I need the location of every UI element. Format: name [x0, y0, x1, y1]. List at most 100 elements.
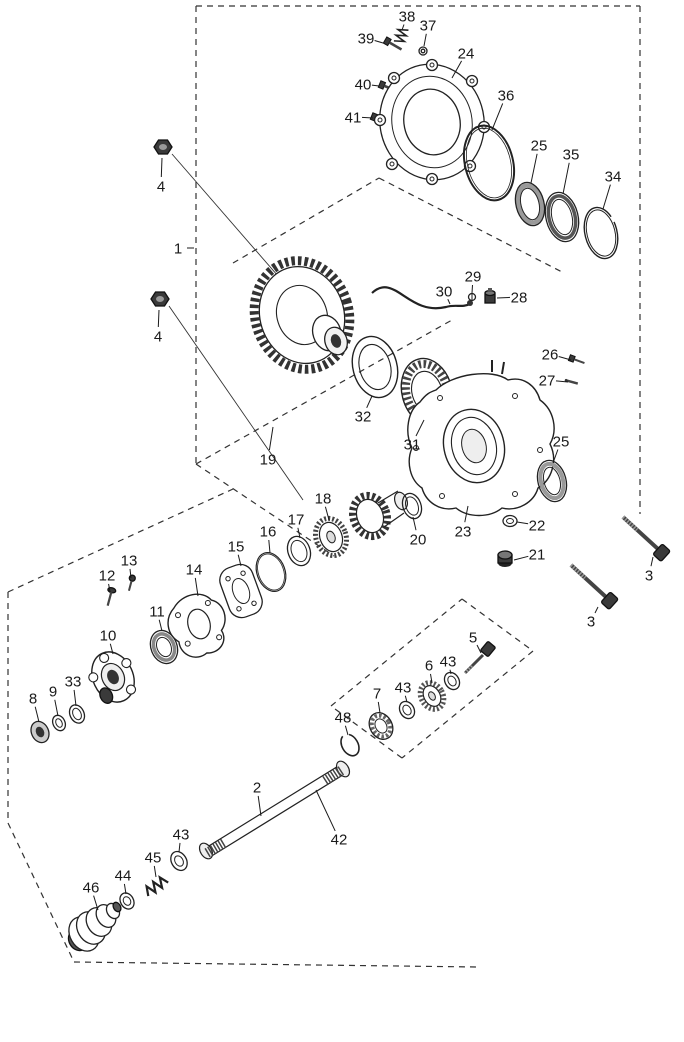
callout-25: 25 — [552, 433, 570, 464]
part-cover-24 — [373, 58, 491, 186]
part-ring-32 — [351, 335, 399, 399]
callout-4: 4 — [157, 157, 165, 195]
svg-text:1: 1 — [174, 240, 182, 257]
part-gasket-15 — [219, 563, 263, 619]
part-ring-gear — [249, 256, 355, 374]
callout-28: 28 — [496, 289, 528, 306]
part-nut-4-top — [153, 139, 173, 155]
svg-text:30: 30 — [436, 283, 453, 300]
svg-text:3: 3 — [645, 567, 653, 584]
svg-text:5: 5 — [469, 629, 477, 646]
part-seal-11 — [149, 629, 179, 665]
svg-text:20: 20 — [410, 531, 427, 548]
svg-text:26: 26 — [542, 346, 559, 363]
part-washer-8 — [30, 720, 50, 744]
callout-8: 8 — [29, 690, 40, 723]
part-washer-44 — [119, 892, 135, 910]
svg-text:4: 4 — [157, 178, 165, 195]
callout-20: 20 — [410, 516, 427, 548]
svg-text:45: 45 — [145, 849, 162, 866]
callout-36: 36 — [491, 87, 514, 131]
callout-16: 16 — [260, 523, 277, 554]
svg-text:31: 31 — [404, 436, 421, 453]
part-washer-22 — [502, 514, 518, 528]
callout-39: 39 — [358, 30, 384, 47]
assembly-boundary-lines — [7, 5, 641, 968]
callout-1: 1 — [174, 240, 194, 257]
callout-34: 34 — [602, 168, 622, 210]
svg-text:18: 18 — [315, 490, 332, 507]
svg-text:41: 41 — [345, 109, 362, 126]
part-bolt-5 — [463, 641, 496, 675]
part-breather-28 — [484, 288, 496, 304]
callout-23: 23 — [455, 505, 471, 540]
callout-5: 5 — [469, 629, 482, 654]
svg-text:25: 25 — [553, 433, 570, 450]
svg-text:34: 34 — [605, 168, 622, 185]
callout-29: 29 — [465, 268, 482, 294]
svg-text:25: 25 — [531, 137, 548, 154]
svg-text:48: 48 — [335, 709, 352, 726]
part-bearing-7 — [368, 712, 394, 740]
callout-43: 43 — [395, 679, 412, 703]
callout-9: 9 — [49, 683, 59, 717]
svg-text:8: 8 — [29, 690, 37, 707]
callout-3: 3 — [645, 556, 654, 584]
callout-38: 38 — [399, 8, 416, 31]
callout-24: 24 — [451, 45, 475, 79]
callout-27: 27 — [539, 372, 569, 389]
svg-text:10: 10 — [100, 627, 117, 644]
part-spring-38 — [393, 28, 409, 43]
callout-14: 14 — [186, 561, 202, 597]
svg-text:12: 12 — [99, 567, 116, 584]
part-washer-9 — [51, 714, 67, 732]
part-plug-21 — [497, 550, 513, 567]
part-nut-4-bottom — [150, 291, 170, 307]
part-boot-46 — [67, 901, 122, 952]
callout-40: 40 — [355, 76, 380, 93]
svg-text:28: 28 — [511, 289, 528, 306]
callout-46: 46 — [83, 879, 100, 911]
svg-text:7: 7 — [373, 685, 381, 702]
svg-text:27: 27 — [539, 372, 556, 389]
svg-text:46: 46 — [83, 879, 100, 896]
part-snap-ring-48 — [340, 733, 360, 757]
callout-11: 11 — [149, 603, 165, 632]
part-bolt-3-lower — [569, 563, 619, 610]
svg-text:43: 43 — [173, 826, 190, 843]
callout-18: 18 — [315, 490, 332, 521]
svg-text:3: 3 — [587, 613, 595, 630]
callout-42: 42 — [315, 789, 347, 848]
part-washer-43-c — [170, 850, 188, 872]
callout-32: 32 — [355, 395, 373, 425]
svg-text:13: 13 — [121, 552, 138, 569]
svg-text:2: 2 — [253, 779, 261, 796]
svg-text:22: 22 — [529, 517, 546, 534]
callout-10: 10 — [100, 627, 117, 655]
callout-31: 31 — [404, 419, 425, 453]
part-washer-43-b — [398, 700, 416, 720]
part-pinion-gear — [348, 490, 409, 541]
callout-7: 7 — [373, 685, 381, 714]
svg-text:33: 33 — [65, 673, 82, 690]
svg-text:24: 24 — [458, 45, 475, 62]
svg-text:43: 43 — [440, 653, 457, 670]
svg-text:40: 40 — [355, 76, 372, 93]
callout-4: 4 — [154, 309, 162, 345]
svg-text:19: 19 — [260, 451, 277, 468]
svg-text:43: 43 — [395, 679, 412, 696]
part-spline-coupler-6 — [417, 680, 447, 712]
svg-text:16: 16 — [260, 523, 277, 540]
callout-22: 22 — [516, 517, 546, 534]
callout-33: 33 — [65, 673, 82, 707]
svg-text:38: 38 — [399, 8, 416, 25]
part-ring-35 — [544, 191, 580, 243]
svg-text:29: 29 — [465, 268, 482, 285]
callout-17: 17 — [288, 511, 304, 539]
part-ring-20 — [401, 492, 423, 520]
svg-text:11: 11 — [149, 603, 165, 620]
svg-text:21: 21 — [529, 546, 546, 563]
part-seal-25-right — [536, 459, 568, 503]
